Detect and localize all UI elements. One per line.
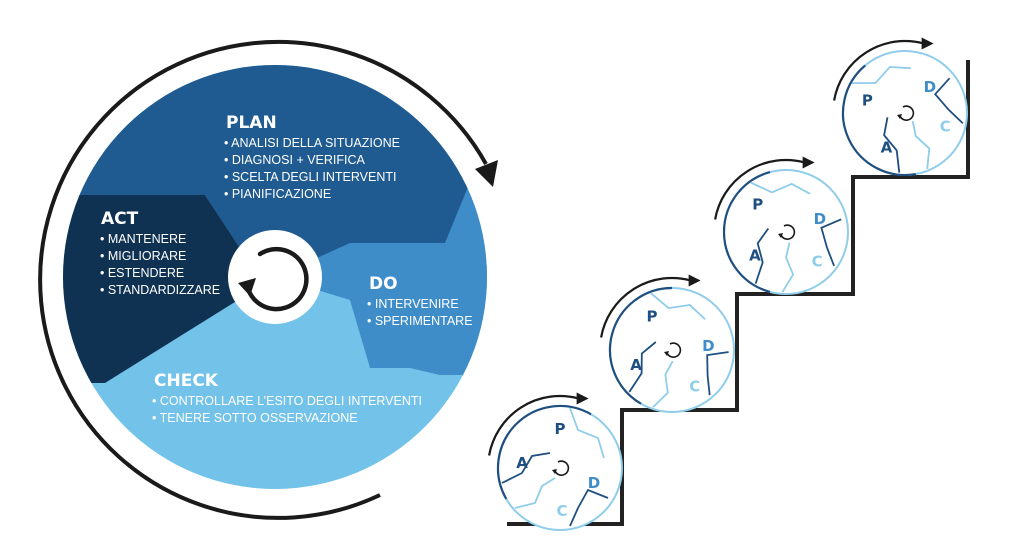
mini-cycle: P D C A <box>714 156 849 295</box>
act-item: • STANDARDIZZARE <box>100 283 220 297</box>
mini-cycle-divider <box>501 452 551 484</box>
act-item: • ESTENDERE <box>100 266 184 280</box>
act-item: • MANTENERE <box>100 232 186 246</box>
mini-cycle-arrowhead <box>688 274 701 287</box>
mini-cycle-divider <box>820 218 842 267</box>
plan-item: • ANALISI DELLA SITUAZIONE <box>224 136 400 150</box>
mini-cycles: P D C A P D C A P D C A P D C A <box>488 37 968 531</box>
mini-cycle-divider <box>569 407 605 459</box>
mini-cycle-icon <box>899 105 915 121</box>
mini-cycle-divider <box>852 66 911 84</box>
mini-cycle-arrowhead <box>921 37 934 50</box>
act-item: • MIGLIORARE <box>100 249 186 263</box>
mini-letter-a: A <box>881 139 893 157</box>
mini-cycle-divider <box>569 488 609 527</box>
mini-cycle: P D C A <box>488 392 623 531</box>
mini-letter-c: C <box>689 377 700 395</box>
check-title: CHECK <box>154 371 219 391</box>
plan-segment <box>63 65 487 277</box>
mini-letter-p: P <box>555 420 566 438</box>
plan-title: PLAN <box>226 113 277 133</box>
mini-cycle-arc <box>841 64 916 177</box>
mini-letter-a: A <box>630 356 642 374</box>
mini-cycle-icon-arrow <box>664 351 669 356</box>
mini-cycle-icon <box>554 460 570 476</box>
mini-cycle-divider <box>514 477 556 509</box>
mini-letter-p: P <box>862 91 873 109</box>
mini-cycle-arrow <box>600 276 691 338</box>
staircase <box>507 60 970 526</box>
mini-letter-d: D <box>588 474 600 492</box>
mini-cycle-arrowhead <box>802 156 815 169</box>
check-item: • CONTROLLARE L’ESITO DEGLI INTERVENTI <box>152 394 422 408</box>
mini-cycle: P D C A <box>600 274 735 413</box>
mini-cycle-arrowhead <box>576 392 589 405</box>
mini-cycle-arrow <box>488 394 579 456</box>
mini-cycle-divider <box>750 181 811 195</box>
mini-cycle-arc <box>722 171 771 293</box>
mini-letter-p: P <box>752 196 763 214</box>
act-title: ACT <box>101 209 139 229</box>
mini-cycle-divider <box>933 77 964 125</box>
mini-letter-c: C <box>940 118 951 136</box>
plan-item: • SCELTA DEGLI INTERVENTI <box>224 170 396 184</box>
mini-cycle-divider <box>883 117 901 173</box>
mini-letter-p: P <box>647 307 658 325</box>
mini-letter-d: D <box>702 337 714 355</box>
mini-cycle-icon-arrow <box>778 233 783 238</box>
plan-item: • DIAGNOSI + VERIFICA <box>224 153 366 167</box>
mini-cycle-arc <box>496 404 592 500</box>
mini-cycle-divider <box>754 227 770 284</box>
mini-cycle-divider <box>706 351 729 396</box>
outer-cycle-arrow <box>38 39 498 520</box>
big-cycle-wheel <box>63 65 487 489</box>
mini-letter-a: A <box>749 247 761 265</box>
plan-item: • PIANIFICAZIONE <box>224 187 331 201</box>
mini-letter-d: D <box>924 78 936 96</box>
mini-cycle-divider <box>781 242 795 293</box>
mini-cycle: P D C A <box>833 37 968 177</box>
mini-cycle-arrow <box>714 158 805 220</box>
center-cycle-icon <box>238 246 309 312</box>
do-item: • SPERIMENTARE <box>367 314 473 328</box>
mini-cycle-icon <box>666 342 682 358</box>
mini-letter-d: D <box>814 210 826 228</box>
do-title: DO <box>369 274 398 294</box>
check-item: • TENERE SOTTO OSSERVAZIONE <box>152 411 358 425</box>
mini-cycle-arrow <box>833 39 924 101</box>
mini-cycle-divider <box>652 360 674 408</box>
mini-cycle-icon <box>780 224 796 240</box>
mini-letter-c: C <box>556 502 567 520</box>
mini-letter-c: C <box>812 252 823 270</box>
mini-cycle-icon-arrow <box>552 469 557 474</box>
mini-letter-a: A <box>516 454 528 472</box>
do-item: • INTERVENIRE <box>367 297 459 311</box>
mini-cycle-divider <box>911 120 931 170</box>
mini-cycle-arc <box>608 286 673 405</box>
mini-cycle-icon-arrow <box>897 114 902 119</box>
mini-cycle-divider <box>628 341 657 393</box>
mini-cycle-divider <box>650 292 706 320</box>
act-segment <box>63 195 275 383</box>
